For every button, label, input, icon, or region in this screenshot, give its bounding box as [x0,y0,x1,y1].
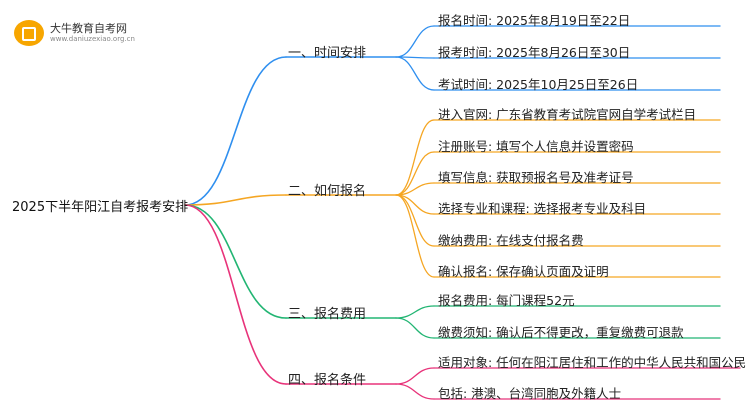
logo-name: 大牛教育自考网 [50,22,127,35]
root-to-branch-3-connector [184,204,287,385]
root-to-branch-2-connector [184,204,287,319]
leaf-includes: 包括: 港澳、台湾同胞及外籍人士 [438,386,622,401]
leaf-apply-period: 报考时间: 2025年8月26日至30日 [438,45,631,60]
branch-2-leaf-1-connector [395,317,435,339]
site-logo: 大牛教育自考网 www.daniuzexiao.org.cn [14,18,135,48]
branch-registration-conditions: 四、报名条件 [288,373,367,388]
leaf-visit-site: 进入官网: 广东省教育考试院官网自学考试栏目 [438,107,697,122]
branch-registration-fees: 三、报名费用 [288,307,367,322]
book-icon [14,20,44,46]
root-to-branch-1-connector [184,194,287,206]
leaf-register-period: 报名时间: 2025年8月19日至22日 [438,13,631,28]
leaf-eligible: 适用对象: 任何在阳江居住和工作的中华人民共和国公民 [438,355,747,370]
root-node: 2025下半年阳江自考报考安排 [12,200,189,215]
branch-2-leaf-0-connector [395,305,435,319]
root-to-branch-0-connector [184,56,287,206]
leaf-pay-fee: 缴纳费用: 在线支付报名费 [438,233,584,248]
leaf-choose-major: 选择专业和课程: 选择报考专业及科目 [438,201,647,216]
leaf-fill-info: 填写信息: 获取预报名号及准考证号 [438,170,634,185]
branch-0-leaf-2-connector [395,56,435,91]
leaf-register-account: 注册账号: 填写个人信息并设置密码 [438,139,634,154]
branch-1-leaf-4-connector [395,194,435,247]
leaf-confirm: 确认报名: 保存确认页面及证明 [438,264,609,279]
branch-1-leaf-5-connector [395,194,435,278]
branch-1-leaf-0-connector [395,119,435,196]
branch-3-leaf-1-connector [395,383,435,400]
branch-time-schedule: 一、时间安排 [288,46,367,61]
branch-1-leaf-2-connector [395,182,435,196]
branch-3-leaf-0-connector [395,367,435,385]
logo-url: www.daniuzexiao.org.cn [50,35,135,43]
branch-1-leaf-1-connector [395,151,435,196]
leaf-fee-amount: 报名费用: 每门课程52元 [438,293,575,308]
branch-0-leaf-0-connector [395,25,435,58]
branch-how-to-register: 二、如何报名 [288,184,367,199]
leaf-exam-period: 考试时间: 2025年10月25日至26日 [438,77,639,92]
leaf-fee-notes: 缴费须知: 确认后不得更改，重复缴费可退款 [438,325,684,340]
